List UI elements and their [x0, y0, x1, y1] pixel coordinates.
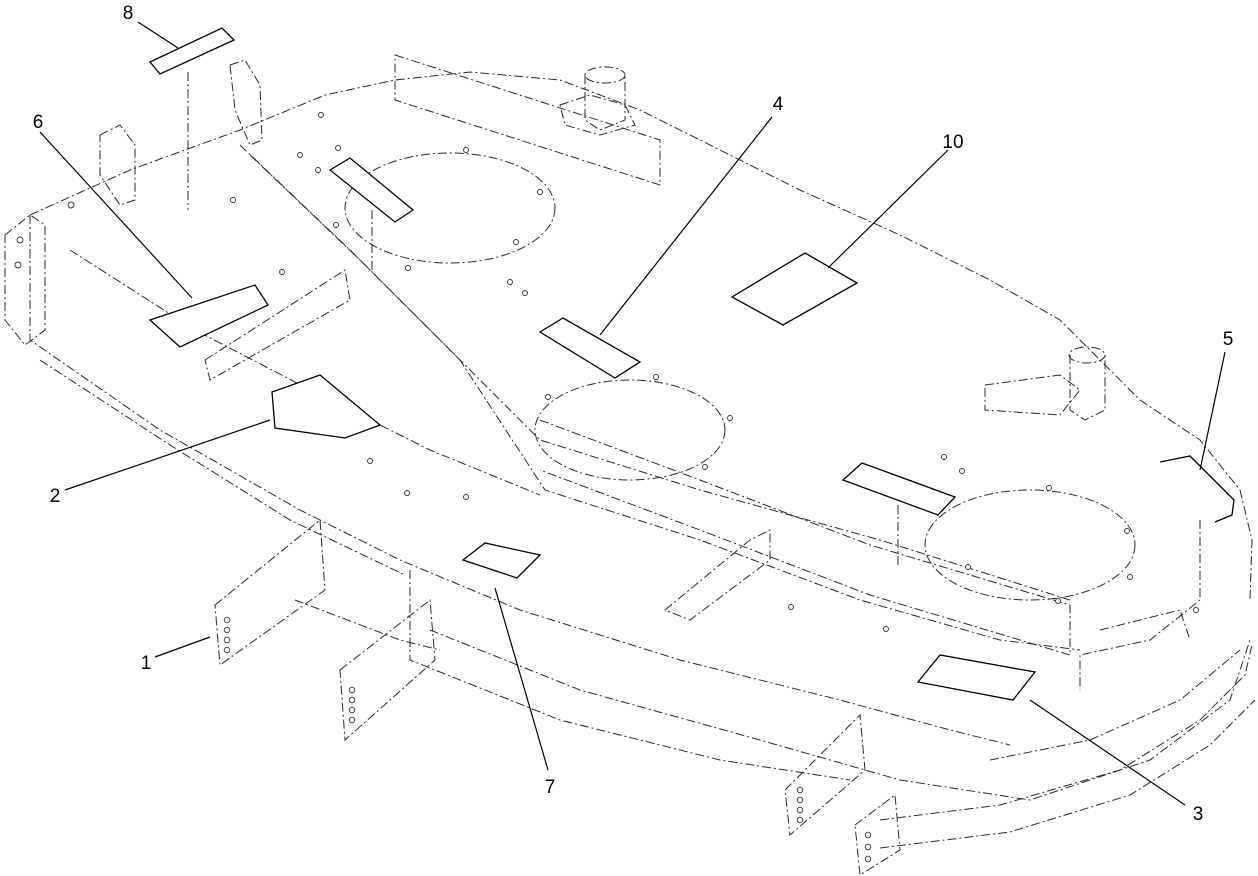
decal-2	[271, 374, 382, 439]
callout-7: 7	[545, 777, 556, 798]
decal-posts	[187, 72, 899, 565]
callout-3: 3	[1193, 804, 1204, 825]
callout-4: 4	[773, 94, 784, 115]
callout-10: 10	[942, 132, 963, 153]
decal-upper-small	[328, 157, 415, 223]
leader-3	[1029, 699, 1186, 806]
leader-2	[64, 419, 271, 491]
callout-2: 2	[50, 486, 61, 507]
leader-4	[599, 116, 773, 336]
blade-housings	[344, 152, 1136, 601]
callout-8: 8	[123, 3, 134, 24]
hitch-arms	[214, 519, 901, 876]
spindle-towers	[4, 59, 1106, 421]
decal-5	[1159, 455, 1235, 523]
deck-holes	[14, 112, 1199, 863]
leader-8	[137, 21, 179, 49]
callout-5: 5	[1223, 329, 1234, 350]
deck-outline	[29, 54, 1256, 849]
leader-7	[494, 587, 549, 771]
decal-10	[730, 252, 859, 326]
leader-6	[39, 131, 193, 299]
decal-7	[461, 542, 542, 579]
leader-10	[827, 149, 949, 269]
decal-4	[538, 317, 642, 379]
decals	[148, 27, 1235, 701]
decal-3	[916, 654, 1037, 701]
callout-1: 1	[141, 653, 152, 674]
decal-center-right	[841, 462, 957, 516]
leader-1	[154, 636, 211, 658]
decal-8	[148, 27, 236, 75]
callout-labels: 1 2 3 4 5 6 7 8 10	[33, 3, 1234, 825]
leader-lines	[39, 21, 1226, 806]
callout-6: 6	[33, 112, 44, 133]
leader-5	[1199, 351, 1226, 471]
decal-6	[148, 284, 269, 348]
